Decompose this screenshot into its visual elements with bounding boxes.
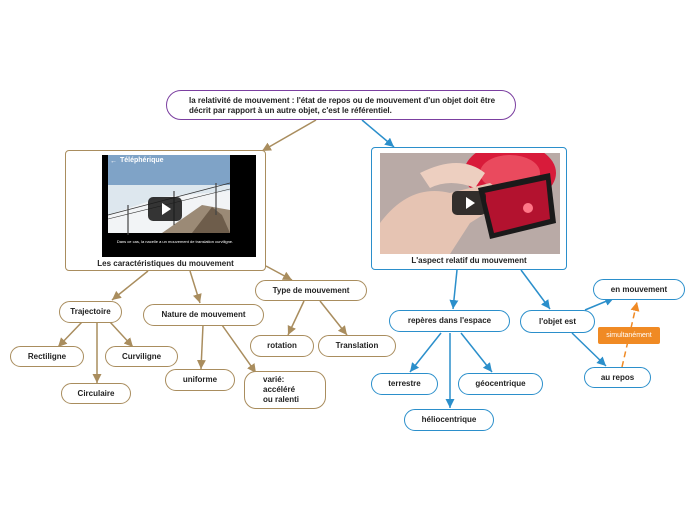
edge-reperes-terrestre (409, 332, 442, 373)
node-label-varie: varié: accéléré ou ralenti (263, 375, 299, 405)
root-node[interactable]: la relativité de mouvement : l'état de r… (166, 90, 516, 120)
node-terrestre[interactable]: terrestre (371, 373, 438, 395)
node-label: terrestre (388, 379, 421, 388)
node-nature-mouvement[interactable]: Nature de mouvement (143, 304, 264, 326)
edge-type-rotation (287, 300, 305, 336)
node-label: en mouvement (610, 284, 668, 294)
node-label: Rectiligne (27, 351, 67, 361)
card-caption-aspect: L'aspect relatif du mouvement (411, 256, 527, 265)
edge-objet-repos (571, 332, 607, 367)
node-trajectoire[interactable]: Trajectoire (59, 301, 122, 323)
edge-traj-rectiligne (57, 321, 83, 348)
root-text: la relativité de mouvement : l'état de r… (189, 96, 496, 115)
node-circulaire[interactable]: Circulaire (61, 383, 131, 404)
edge-root-left (261, 119, 317, 152)
node-heliocentrique[interactable]: héliocentrique (404, 409, 494, 431)
node-au-repos[interactable]: au repos (584, 367, 651, 388)
edge-objet-mouvement (584, 297, 615, 311)
svg-text:←: ← (110, 158, 117, 165)
edge-card-reperes (449, 269, 459, 310)
video-telepherique[interactable]: ← Téléphérique Dans ce cas, la nacelle a… (102, 155, 256, 257)
card-caption-caracteristiques: Les caractéristiques du mouvement (97, 259, 234, 268)
node-uniforme[interactable]: uniforme (165, 369, 235, 391)
edge-type-translation (319, 300, 348, 336)
node-en-mouvement[interactable]: en mouvement (593, 279, 685, 300)
node-label: uniforme (182, 375, 218, 384)
node-label: l'objet est (538, 316, 577, 326)
node-curviligne[interactable]: Curviligne (105, 346, 178, 367)
edge-nature-varie (221, 324, 257, 374)
edge-reperes-geo (460, 332, 493, 373)
node-objet-est[interactable]: l'objet est (520, 310, 595, 333)
video-title: Téléphérique (120, 157, 164, 164)
video-phone[interactable] (380, 153, 560, 254)
tag-simultanement[interactable]: simultanément (598, 327, 660, 344)
node-label: Trajectoire (70, 307, 111, 316)
node-label: Translation (335, 341, 379, 350)
varie-line-1: varié: (263, 375, 285, 384)
video-subtitle: Dans ce cas, la nacelle a un mouvement d… (116, 239, 234, 244)
play-icon[interactable] (148, 197, 182, 221)
edge-nature-uniforme (196, 324, 206, 370)
node-label: Nature de mouvement (161, 310, 246, 319)
edge-card-objet (520, 269, 551, 310)
node-label: Circulaire (77, 388, 115, 398)
edge-card-nature (189, 270, 202, 304)
play-icon[interactable] (452, 191, 486, 215)
varie-line-2: accéléré (263, 385, 296, 394)
edge-card-type (265, 265, 293, 281)
node-label: rotation (267, 341, 297, 350)
node-rotation[interactable]: rotation (250, 335, 314, 357)
edge-root-right (361, 119, 395, 148)
node-label: géocentrique (475, 379, 526, 388)
node-label: héliocentrique (421, 415, 477, 424)
edge-card-trajectoire (111, 270, 149, 301)
node-type-mouvement[interactable]: Type de mouvement (255, 280, 367, 301)
card-aspect-relatif[interactable]: L'aspect relatif du mouvement (371, 147, 567, 270)
card-caracteristiques[interactable]: ← Téléphérique Dans ce cas, la nacelle a… (65, 150, 266, 271)
tag-label: simultanément (606, 332, 652, 339)
node-label: repères dans l'espace (407, 316, 492, 325)
node-rectiligne[interactable]: Rectiligne (10, 346, 84, 367)
node-geocentrique[interactable]: géocentrique (458, 373, 543, 395)
node-label: Type de mouvement (272, 285, 350, 295)
edge-traj-curviligne (109, 321, 134, 348)
node-translation[interactable]: Translation (318, 335, 396, 357)
node-label: au repos (600, 372, 635, 382)
varie-line-3: ou ralenti (263, 395, 300, 404)
node-varie[interactable]: varié: accéléré ou ralenti (244, 371, 326, 409)
node-label: Curviligne (121, 351, 162, 361)
node-reperes-espace[interactable]: repères dans l'espace (389, 310, 510, 332)
